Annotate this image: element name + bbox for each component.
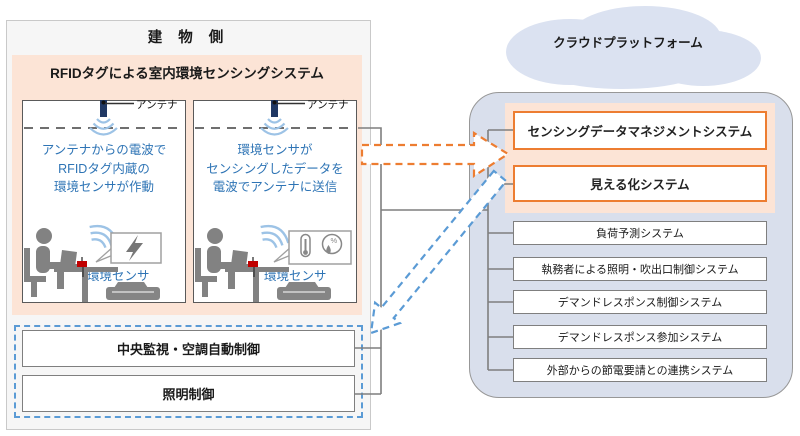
desc-line: RFIDタグ内蔵の: [58, 161, 150, 176]
panel-left-description: アンテナからの電波で RFIDタグ内蔵の 環境センサが作動: [22, 141, 186, 197]
desc-line: アンテナからの電波で: [41, 143, 167, 157]
occupant-lighting-outlet-control-system-box: 執務者による照明・吹出口制御システム: [513, 257, 767, 281]
env-sensor-label-left: 環境センサ: [87, 269, 150, 283]
desc-line: 環境センサが作動: [53, 180, 154, 194]
sensing-data-management-system-box: センシングデータマネジメントシステム: [513, 111, 767, 150]
cloud-icon: [506, 6, 761, 89]
desc-line: センシングしたデータを: [206, 161, 344, 176]
desc-line: 電波でアンテナに送信: [212, 180, 338, 194]
panel-right-description: 環境センサが センシングしたデータを 電波でアンテナに送信: [193, 141, 357, 197]
desc-line: 環境センサが: [237, 143, 313, 157]
lighting-control-box: 照明制御: [22, 375, 355, 412]
visualization-system-box: 見える化システム: [513, 165, 767, 202]
load-forecast-system-box: 負荷予測システム: [513, 221, 767, 245]
env-sensor-label-right: 環境センサ: [264, 269, 327, 283]
central-monitoring-hvac-box: 中央監視・空調自動制御: [22, 330, 355, 367]
cloud-platform-title: クラウドプラットフォーム: [553, 35, 703, 50]
demand-response-control-system-box: デマンドレスポンス制御システム: [513, 290, 767, 314]
rfid-sensing-system-title: RFIDタグによる室内環境センシングシステム: [50, 66, 324, 81]
demand-response-participation-system-box: デマンドレスポンス参加システム: [513, 325, 767, 349]
building-side-title: 建 物 側: [147, 30, 230, 46]
external-power-saving-link-system-box: 外部からの節電要請との連携システム: [513, 358, 767, 382]
